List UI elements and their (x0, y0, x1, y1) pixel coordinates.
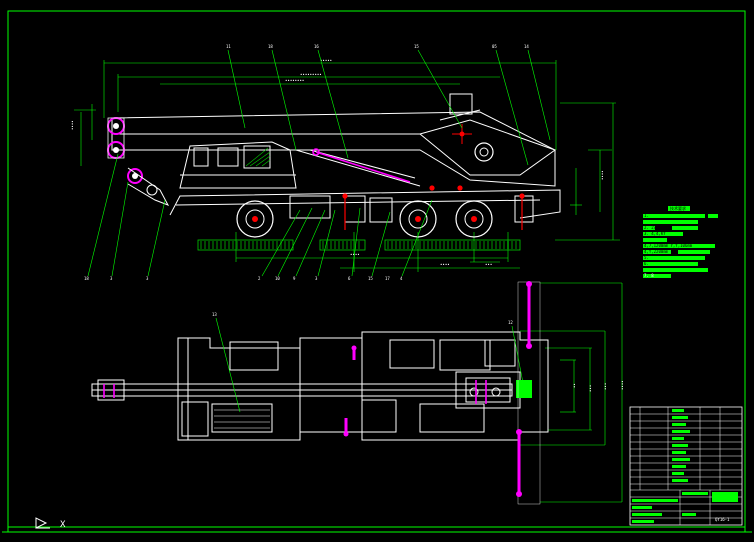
boom-root-hinge (452, 124, 494, 162)
svg-text:•••••: ••••• (320, 58, 332, 63)
ground-hatch (197, 239, 521, 251)
plan-dimension-texts: •••• ••• ••• •• (572, 380, 625, 392)
callout-bottom: 3 (146, 276, 149, 281)
outrigger-markers (342, 185, 525, 230)
title-block: QY16-1 (629, 406, 743, 526)
svg-text:•••: ••• (603, 383, 608, 390)
tech-heading-bar (668, 206, 690, 211)
plan-view: •••• ••• ••• •• (91, 281, 625, 505)
callout-bottom: 10 (275, 276, 280, 281)
title-block-grid (630, 407, 742, 525)
tech-note-line: 5. (644, 255, 649, 260)
svg-text:••: •• (572, 383, 577, 388)
tech-note-line: 6. (644, 261, 649, 266)
callout-bottom: 2 (258, 276, 261, 281)
slewing-turntable (516, 380, 532, 398)
callout-18: 18 (268, 44, 273, 49)
truck-cab (179, 141, 297, 189)
lift-cylinder (312, 148, 411, 183)
callout-bottom: 15 (368, 276, 373, 281)
svg-text:••••••••: •••••••• (285, 78, 304, 83)
callout-numbers-top: 11 18 16 15 05 14 (226, 44, 529, 49)
tech-note-line: 3. 4,4,KY (644, 231, 666, 236)
ucs-x-label: X (60, 520, 66, 530)
crane-boom (111, 93, 557, 187)
callout-15: 15 (414, 44, 419, 49)
wheel-front (236, 200, 274, 238)
plan-outriggers (343, 281, 541, 505)
callout-bottom: 3 (110, 276, 113, 281)
side-view: ••••••••• ••••• •••••••• •••• •••• •••• … (70, 44, 620, 281)
wheel-rear-1 (399, 200, 437, 238)
svg-text:••••: •••• (440, 262, 450, 267)
boom-head-pulleys (107, 117, 170, 206)
plan-callouts: 13 12 (212, 312, 513, 325)
svg-text:••••: •••• (70, 120, 75, 130)
truck-chassis (169, 189, 561, 223)
title-block-text-bars (632, 409, 738, 523)
callout-11: 11 (226, 44, 231, 49)
plan-boom-head (103, 380, 487, 404)
callout-14: 14 (524, 44, 529, 49)
svg-text:••••: •••• (620, 380, 625, 390)
callout-bottom: 18 (84, 276, 89, 281)
svg-text:•••••••••: ••••••••• (300, 72, 322, 77)
tech-heading: 技术要求 (670, 205, 686, 211)
tech-note-line: 2. 2/Y8Y/ (644, 225, 666, 230)
callout-bottom: 3 (315, 276, 318, 281)
plan-dimension-lines (520, 282, 623, 503)
tech-note-line: 4,Y,2200mm (644, 249, 669, 254)
callout-16: 16 (314, 44, 319, 49)
ucs-icon: X (35, 517, 66, 530)
callout-bottom: 9 (293, 276, 296, 281)
truck-wheels (236, 200, 493, 238)
plan-leaders (215, 317, 525, 413)
callout-bottom: 4 (400, 276, 403, 281)
callout-bottom: 17 (385, 276, 390, 281)
callout-12: 12 (508, 320, 513, 325)
svg-text:•••: ••• (588, 385, 593, 392)
svg-text:••••: •••• (600, 170, 605, 180)
tech-note-bars (643, 214, 718, 278)
drawing-number: QY16-1 (715, 517, 730, 522)
drawing-frame (2, 10, 752, 533)
tech-note-line: 4,7,1200mm Y,Y,106mm (644, 243, 693, 248)
callout-leaders (87, 49, 551, 277)
callout-bottom: 6 (348, 276, 351, 281)
wheel-rear-2 (455, 200, 493, 238)
tech-note-lines: 技术要求 1. 2. 2/Y8Y/ 3. 4,4,KY 4,7,1200mm Y… (644, 205, 693, 278)
callout-05: 05 (492, 44, 497, 49)
technical-requirements: 技术要求 1. 2. 2/Y8Y/ 3. 4,4,KY 4,7,1200mm Y… (643, 205, 718, 278)
callout-13: 13 (212, 312, 217, 317)
svg-text:•••: ••• (485, 262, 492, 267)
tech-note-line: 7. 8 (644, 273, 654, 278)
tech-note-line: 1. (644, 213, 649, 218)
callout-numbers-bottom: 18 3 3 2 10 9 3 6 15 17 4 (84, 276, 403, 281)
plan-boom (91, 371, 521, 409)
